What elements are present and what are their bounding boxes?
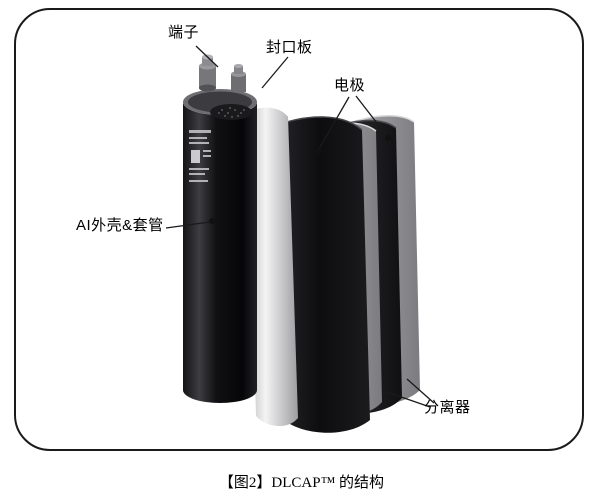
- figure-caption: 【图2】DLCAP™ 的结构: [218, 475, 385, 491]
- leader-dots: [209, 135, 391, 224]
- label-separator: 分离器: [424, 399, 471, 416]
- leader-lines: [165, 45, 435, 408]
- leader-separator-2: [406, 378, 435, 404]
- leader-case: [165, 221, 211, 229]
- sealing-plate: [183, 89, 257, 120]
- label-terminal: 端子: [168, 24, 200, 41]
- label-sealing-plate: 封口板: [266, 39, 313, 56]
- capacitor-illustration: [165, 45, 435, 433]
- leader-sealing-plate: [261, 56, 289, 89]
- capacitor-can: [183, 54, 257, 403]
- leader-terminal: [195, 45, 219, 68]
- leader-separator-1: [383, 390, 431, 408]
- leader-electrode-left: [318, 96, 350, 150]
- wound-element-speckles: [218, 107, 245, 118]
- dot-electrode-right: [385, 135, 391, 141]
- dot-electrode-left: [316, 148, 322, 154]
- dot-case: [209, 218, 215, 224]
- label-electrode: 电极: [334, 77, 366, 94]
- can-print-marks: [189, 130, 211, 182]
- leader-electrode-right: [355, 95, 388, 137]
- terminal-posts: [199, 54, 246, 92]
- label-case-sleeve: AI外壳&套管: [76, 217, 164, 234]
